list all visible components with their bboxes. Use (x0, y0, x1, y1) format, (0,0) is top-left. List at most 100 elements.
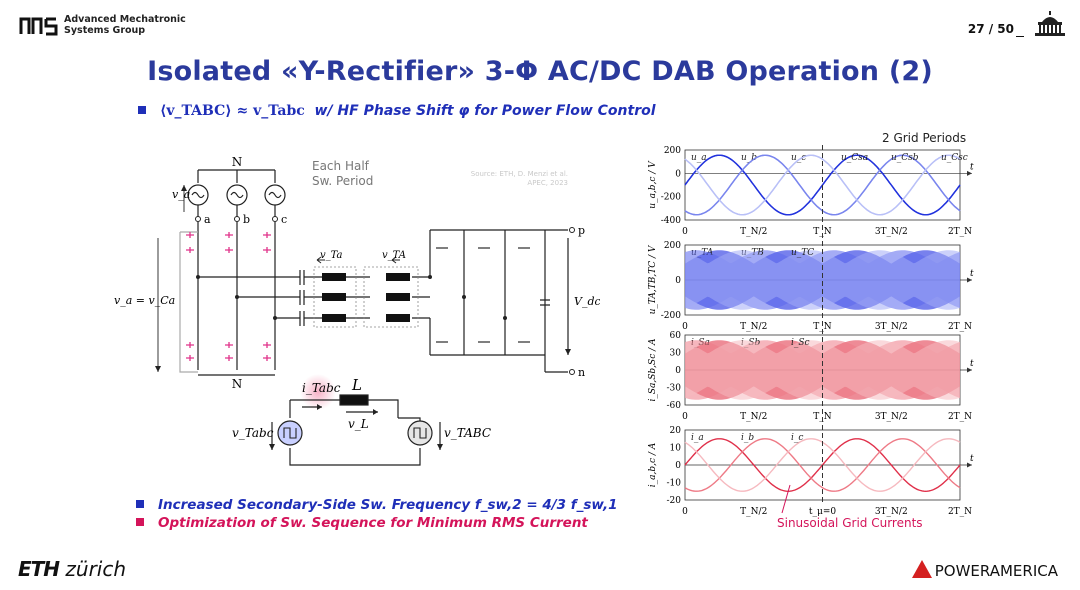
chart-4-xtick-4: 2T_N (948, 507, 972, 517)
chart-4-ytick-1: 10 (670, 444, 682, 454)
chart-4-ytick-2: 0 (675, 461, 681, 471)
chart-1-xtick-2: T_N (813, 227, 832, 237)
chart-2-xtick-1: T_N/2 (740, 322, 767, 332)
chart-3-ytick-3: -30 (667, 384, 682, 394)
chart-2-ytick-0: 200 (664, 241, 681, 251)
label-iTabc: i_Tabc (302, 381, 341, 395)
chart-1-legend-1: u_a (691, 153, 707, 163)
bullet-square (138, 106, 146, 114)
ams-logo (19, 17, 58, 36)
chart-1-ytick-3: -400 (661, 216, 681, 226)
chart-2-axis-arrow (967, 277, 972, 283)
chart-3-xtick-1: T_N/2 (740, 412, 767, 422)
grid-periods-label: 2 Grid Periods (882, 131, 967, 145)
source-line1: Source: ETH, D. Menzi et al. (470, 170, 568, 178)
subtitle-text: w/ HF Phase Shift φ for Power Flow Contr… (314, 103, 656, 119)
label-vL: v_L (348, 417, 369, 431)
label-a: a (204, 213, 211, 226)
chart-1-ylabel: u_a,b,c / V (648, 160, 658, 209)
chart-2-series-3 (685, 250, 960, 310)
label-vTa: v_Ta (320, 250, 343, 261)
label-vTabc: v_Tabc (232, 426, 274, 440)
chart-4-ylabel: i_a,b,c / A (648, 442, 658, 487)
poweramerica-logo: POWERAMERICA (934, 562, 1058, 580)
chart-3-t-label: t (970, 359, 974, 369)
chart-3-ytick-4: -60 (667, 401, 682, 411)
chart-1-xtick-1: T_N/2 (740, 227, 767, 237)
org-name-line2: Systems Group (64, 25, 146, 36)
label-p: p (578, 224, 585, 237)
sinusoidal-pointer (781, 484, 791, 514)
chart-2-legend-3: u_TC (791, 248, 814, 258)
each-half-line1: Each Half (312, 159, 369, 173)
page-dash (1016, 36, 1024, 37)
chart-1-axis-arrow (967, 170, 972, 176)
chart-3-ylabel: i_Sa,Sb,Sc / A (648, 338, 658, 402)
chart-4-legend-1: i_a (691, 433, 704, 443)
chart-1-t-label: t (970, 162, 974, 172)
chart-4-xtick-0: 0 (682, 507, 688, 517)
chart-4-ytick-3: -10 (667, 479, 682, 489)
bullet-2-square (136, 518, 144, 526)
page-number: 27 / 50 (967, 22, 1014, 36)
chart-4-t-label: t (970, 454, 974, 464)
chart-2-ytick-2: -200 (661, 311, 681, 321)
chart-3-ytick-2: 0 (675, 366, 681, 376)
chart-2-xtick-4: 2T_N (948, 322, 972, 332)
subtitle-equation: ⟨v_TABC⟩ ≈ v_Tabc (160, 103, 305, 119)
chart-2-ytick-1: 0 (675, 276, 681, 286)
bullet-1-text: Increased Secondary-Side Sw. Frequency f… (158, 497, 618, 513)
chart-1-legend-2: u_b (741, 153, 757, 163)
label-va-eq: v_a = v_Ca (114, 294, 175, 307)
label-n: n (578, 366, 585, 379)
chart-3-ytick-1: 30 (670, 349, 682, 359)
label-N-bottom: N (232, 377, 243, 391)
chart-2-xtick-2: T_N (813, 322, 832, 332)
chart-3-xtick-4: 2T_N (948, 412, 972, 422)
chart-3-xtick-3: 3T_N/2 (875, 412, 908, 422)
chart-1-ytick-0: 200 (664, 146, 681, 156)
chart-2-t-label: t (970, 269, 974, 279)
chart-1-ytick-1: 0 (675, 169, 681, 179)
chart-2-ylabel: u_TA,TB,TC / V (648, 244, 658, 314)
chart-4-xtick-3: 3T_N/2 (875, 507, 908, 517)
chart-2-xtick-0: 0 (682, 322, 688, 332)
chart-4-xtick-2: t_μ=0 (809, 507, 837, 517)
circuit-diagram: N N v_a a b c v_a = v_Ca v_Ta v_TA p n V… (114, 155, 600, 466)
label-L: L (351, 376, 362, 394)
chart-1-xtick-3: 3T_N/2 (875, 227, 908, 237)
chart-3-legend-3: i_Sc (791, 338, 810, 348)
sinusoidal-label: Sinusoidal Grid Currents (777, 516, 923, 530)
source-line2: APEC, 2023 (527, 179, 568, 187)
chart-1-xtick-0: 0 (682, 227, 688, 237)
label-c: c (281, 213, 287, 226)
label-va: v_a (172, 188, 190, 201)
bullet-1-square (136, 500, 144, 508)
label-N-top: N (232, 155, 243, 169)
chart-4-ytick-0: 20 (670, 426, 682, 436)
bullet-2: Optimization of Sw. Sequence for Minimum… (136, 515, 588, 531)
org-name-line1: Advanced Mechatronic (64, 14, 186, 25)
chart-1-xtick-4: 2T_N (948, 227, 972, 237)
label-b: b (243, 213, 250, 226)
chart-4-legend-3: i_c (791, 433, 803, 443)
chart-3-ytick-0: 60 (670, 331, 682, 341)
chart-3-xtick-0: 0 (682, 412, 688, 422)
bullet-2-text: Optimization of Sw. Sequence for Minimum… (158, 515, 588, 531)
eth-zurich-logo: ETH zürich (18, 557, 127, 581)
label-vTABC: v_TABC (444, 426, 491, 440)
subtitle: ⟨v_TABC⟩ ≈ v_Tabc w/ HF Phase Shift φ fo… (138, 103, 656, 119)
poweramerica-icon (912, 560, 932, 578)
building-icon (1035, 11, 1065, 36)
each-half-annotation: Each Half Sw. Period (312, 159, 373, 189)
chart-1-legend-3: u_c (791, 153, 806, 163)
chart-4-ytick-4: -20 (667, 496, 682, 506)
label-Vdc: V_dc (574, 295, 600, 308)
chart-4-axis-arrow (967, 462, 972, 468)
source-note: Source: ETH, D. Menzi et al. APEC, 2023 (452, 170, 568, 188)
bullet-1: Increased Secondary-Side Sw. Frequency f… (136, 497, 618, 513)
